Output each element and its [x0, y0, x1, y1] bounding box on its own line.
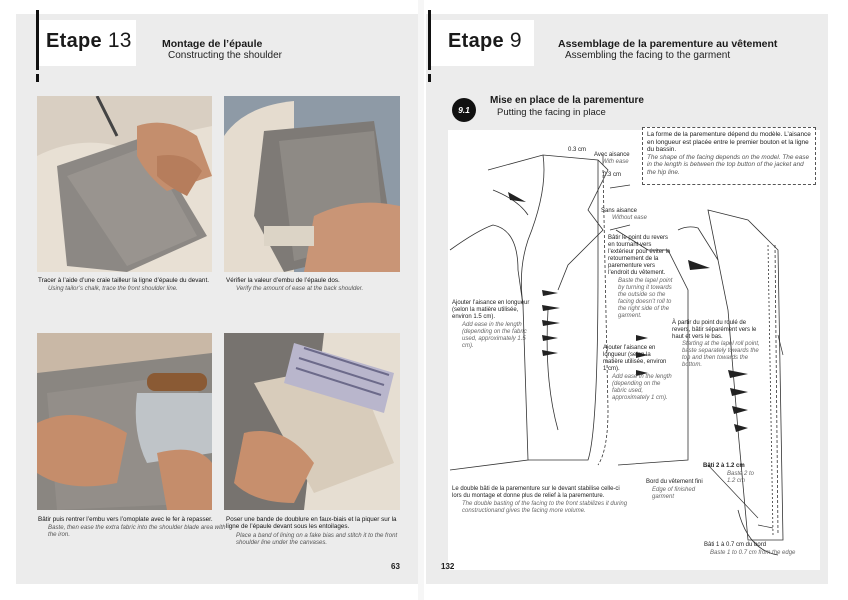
- photo2-caption-fr: Vérifier la valeur d’embu de l’épaule do…: [226, 277, 340, 284]
- photo-ironing: [37, 333, 212, 510]
- label-avec-aisance: Avec aisance: [594, 152, 630, 158]
- step-title-fr: Montage de l’épaule: [162, 38, 263, 50]
- photo-lining-band: [224, 333, 400, 510]
- label-ajouter-1-en: Add ease in the length (depending on the…: [612, 374, 672, 401]
- label-ajouter-15-en: Add ease in the length (depending on the…: [462, 322, 527, 349]
- label-sans-aisance: Sans aisance: [601, 208, 638, 214]
- etape-tab-left: Etape 13: [36, 10, 136, 82]
- photo-chalk-tracing: [37, 96, 212, 272]
- step-title-fr-right: Assemblage de la parementure au vêtement: [558, 38, 778, 50]
- label-dim-03-top: 0.3 cm: [568, 147, 587, 153]
- photo4-caption-fr: Poser une bande de doublure en faux-biai…: [226, 516, 397, 531]
- note-en: The shape of the facing depends on the m…: [647, 153, 810, 176]
- etape-heading-right: Etape 9: [448, 29, 522, 52]
- substep-badge: 9.1: [452, 98, 476, 122]
- label-ajouter-1-fr: Ajouter l’aisance en longueur (selon la …: [603, 345, 667, 372]
- label-batir-revers-en: Baste the lapel point by turning it towa…: [618, 278, 673, 319]
- photo2-caption-en: Verify the amount of ease at the back sh…: [236, 285, 364, 292]
- photo1-caption-fr: Tracer à l’aide d’une craie tailleur la …: [38, 277, 209, 284]
- label-bati1-en: Baste 1 to 0.7 cm from the edge: [710, 550, 796, 556]
- label-bord-fr: Bord du vêtement fini: [646, 479, 703, 485]
- photo3-caption-fr: Bâtir puis rentrer l’embu vers l’omoplat…: [38, 516, 213, 523]
- label-without-ease: Without ease: [612, 215, 647, 221]
- label-roule-en: Starting at the lapel roll point, baste …: [682, 341, 760, 368]
- facing-pattern-diagram: [448, 130, 820, 570]
- label-bati2-en: Baste 2 to 1.2 cm: [727, 471, 755, 484]
- etape-heading-left: Etape 13: [46, 29, 132, 52]
- label-roule-fr: À partir du point du roulé de revers, bâ…: [672, 320, 757, 340]
- label-bati2-fr: Bâti 2 à 1.2 cm: [703, 463, 745, 469]
- photo1-caption-en: Using tailor’s chalk, trace the front sh…: [48, 285, 178, 292]
- page-gutter: [418, 0, 424, 600]
- photo-shoulder-ease: [224, 96, 400, 272]
- page-number-left: 63: [391, 562, 400, 571]
- label-batir-revers-fr: Bâtir le point du revers en tournant ver…: [608, 235, 671, 276]
- substep-title-en: Putting the facing in place: [497, 107, 606, 118]
- label-dim-03-side: 0.3 cm: [603, 172, 622, 178]
- facing-note-box: La forme de la parementure dépend du mod…: [642, 127, 816, 185]
- etape-tab-right: Etape 9: [428, 10, 534, 82]
- note-fr: La forme de la parementure dépend du mod…: [647, 131, 811, 154]
- photo4-caption-en: Place a band of lining on a fake bias an…: [236, 532, 398, 547]
- label-double-fr: Le double bâti de la parementure sur le …: [452, 486, 620, 499]
- step-title-en: Constructing the shoulder: [168, 50, 282, 61]
- page-number-right: 132: [441, 562, 455, 571]
- step-title-en-right: Assembling the facing to the garment: [565, 50, 731, 61]
- substep-title-fr: Mise en place de la parementure: [490, 95, 644, 106]
- label-ajouter-15-fr: Ajouter l’aisance en longueur (selon la …: [452, 300, 530, 320]
- photo3-caption-en: Baste, then ease the extra fabric into t…: [48, 524, 226, 539]
- label-with-ease: With ease: [602, 159, 629, 165]
- label-double-en: The double basting of the facing to the …: [462, 501, 628, 514]
- label-bord-en: Edge of finished garment: [652, 487, 696, 500]
- label-bati1-fr: Bâti 1 à 0.7 cm du bord: [704, 542, 767, 548]
